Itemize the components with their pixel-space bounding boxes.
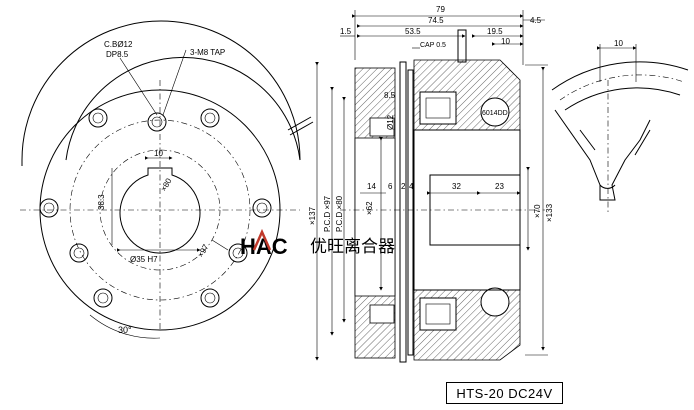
front-bore (119, 167, 201, 254)
model-title-box: HTS-20 DC24V (446, 382, 563, 404)
front-labels: C.BØ12 DP8.5 3-M8 TAP 10 ×80 38.3 Ø35 H7… (97, 40, 225, 335)
label-pcd97: P.C.D ×97 (323, 195, 332, 232)
label-dim-12: Ø12 (386, 114, 395, 130)
front-view (20, 20, 314, 339)
label-hub-diameter: ×80 (159, 176, 174, 193)
front-bolt-holes (39, 108, 272, 308)
label-counterbore: C.BØ12 (104, 40, 133, 49)
detail-outer-arc (551, 61, 689, 91)
front-lead-wire (289, 121, 314, 136)
label-plate-14: 14 (367, 182, 376, 191)
company-name: 优旺离合器 (310, 237, 395, 257)
label-left-offset: 1.5 (340, 27, 352, 36)
section-view (315, 10, 548, 363)
label-dim-8-5: 8.5 (384, 91, 396, 100)
front-outer-flange (21, 20, 301, 161)
label-counterbore-depth: DP8.5 (106, 50, 129, 59)
label-body-length: 74.5 (428, 16, 444, 25)
label-rear-length: 19.5 (487, 27, 503, 36)
label-hub-32: 32 (452, 182, 461, 191)
label-bearing: 6014DD (482, 110, 508, 117)
section-bearing-top (480, 97, 510, 127)
label-bore: Ø35 H7 (130, 255, 158, 264)
section-bearing-bottom (480, 287, 510, 317)
label-key-width: 10 (154, 149, 163, 158)
label-overall-length: 79 (436, 5, 445, 14)
label-hub-23: 23 (495, 182, 504, 191)
detail-shape (554, 109, 651, 201)
detail-view (551, 44, 689, 215)
section-coil-bottom (419, 297, 457, 331)
section-labels: 79 74.5 4.5 1.5 53.5 19.5 10 CAP 0.5 8.5… (308, 5, 554, 232)
label-rear-step: 10 (501, 37, 510, 46)
label-gap: CAP 0.5 (420, 42, 446, 49)
label-plate-4: 4 (409, 182, 414, 191)
label-d137: ×137 (308, 206, 317, 225)
label-pcd80: P.C.D ×80 (335, 195, 344, 232)
label-detail-width: 10 (614, 39, 623, 48)
label-keyway-height: 38.3 (97, 194, 106, 210)
company-logo: HAC (240, 228, 288, 259)
section-armature (399, 61, 407, 363)
label-plate-2: 2 (401, 182, 406, 191)
model-label: HTS-20 DC24V (456, 385, 553, 401)
section-coil-top (419, 91, 457, 125)
label-tap: 3-M8 TAP (190, 48, 225, 57)
label-d70: ×70 (533, 204, 542, 218)
label-d133: ×133 (545, 203, 554, 222)
label-plate-6: 6 (388, 182, 393, 191)
label-d62: ×62 (365, 201, 374, 215)
label-angle: 30° (118, 325, 132, 335)
label-flange-length: 53.5 (405, 27, 421, 36)
label-right-offset: 4.5 (530, 16, 542, 25)
